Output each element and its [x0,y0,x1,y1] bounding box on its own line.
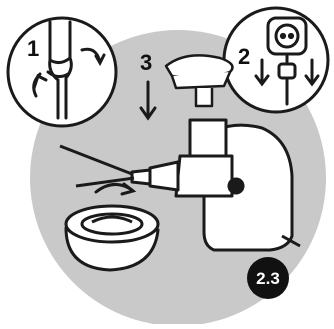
step-2-number: 2 [238,44,250,69]
step-3-number: 3 [140,50,152,75]
step-badge: 2.3 [247,257,289,299]
step-2-inset: 2 [224,8,328,112]
bowl-icon [66,206,158,270]
step-1-number: 1 [27,36,39,61]
step-1-inset: 1 [8,18,116,126]
step-badge-label: 2.3 [256,269,280,288]
